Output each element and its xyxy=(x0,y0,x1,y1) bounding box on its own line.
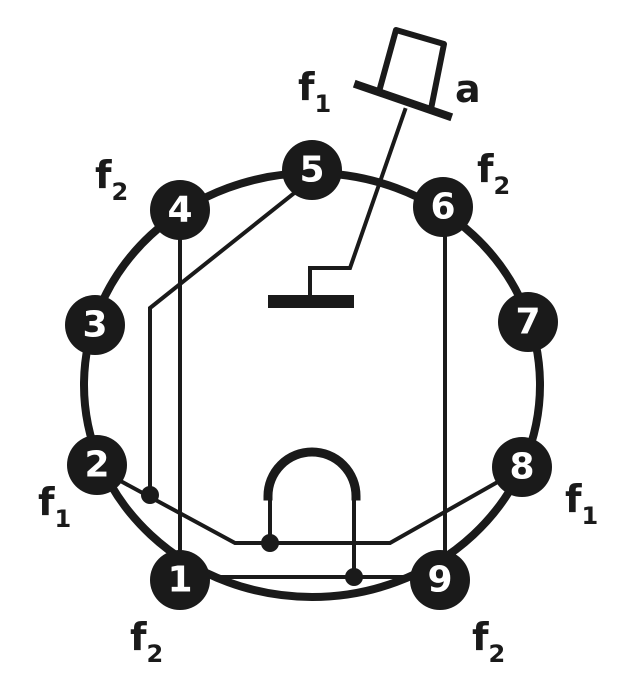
wire-pin2-pin8 xyxy=(112,472,513,545)
anode-label: a xyxy=(455,67,481,111)
cathode-bar xyxy=(268,295,354,308)
pin-6: 6 xyxy=(413,177,473,237)
label-f1-left: f1 xyxy=(38,480,71,533)
junction-dot xyxy=(141,486,159,504)
junction-dot xyxy=(345,568,363,586)
label-f1-right: f1 xyxy=(565,477,598,530)
pin-number: 7 xyxy=(515,302,540,343)
label-f2-upper-left: f2 xyxy=(95,153,128,206)
anode-cap xyxy=(376,27,447,108)
junction-dot xyxy=(261,534,279,552)
pin-9: 9 xyxy=(410,550,470,610)
anode-plate xyxy=(352,79,454,122)
wire-pin5 xyxy=(148,187,301,497)
pin-4: 4 xyxy=(150,180,210,240)
pin-5: 5 xyxy=(282,140,342,200)
pin-number: 8 xyxy=(509,447,534,488)
pin-8: 8 xyxy=(492,437,552,497)
pin-number: 5 xyxy=(299,150,324,191)
pin-7: 7 xyxy=(498,292,558,352)
pin-number: 2 xyxy=(84,445,109,486)
label-f1-top: f1 xyxy=(298,65,331,118)
pin-1: 1 xyxy=(150,550,210,610)
pin-number: 6 xyxy=(430,187,455,228)
pin-number: 1 xyxy=(167,560,192,601)
label-f2-upper-right: f2 xyxy=(477,147,510,200)
pin-number: 3 xyxy=(82,305,107,346)
pin-number: 4 xyxy=(167,190,192,231)
label-f2-bottom-left: f2 xyxy=(130,615,163,668)
label-f2-bottom-right: f2 xyxy=(472,615,505,668)
base-circle xyxy=(80,169,544,601)
pin-3: 3 xyxy=(65,295,125,355)
grid-lead xyxy=(308,107,408,298)
heater-arc xyxy=(263,447,361,501)
pin-2: 2 xyxy=(67,435,127,495)
pin-number: 9 xyxy=(427,560,452,601)
